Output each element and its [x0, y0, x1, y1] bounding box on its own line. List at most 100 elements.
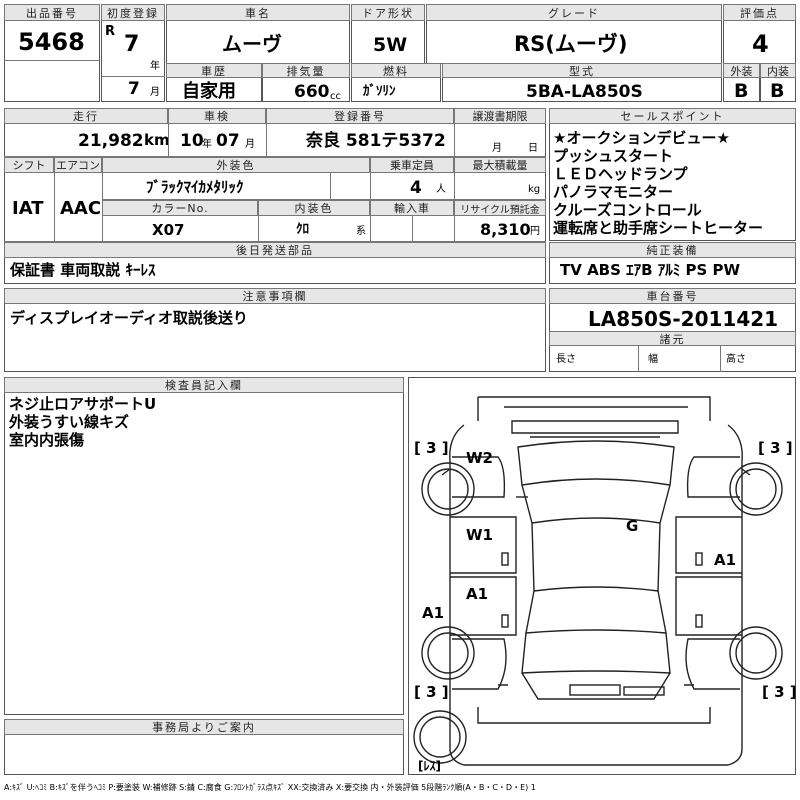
fuel-label: 燃料 — [351, 63, 441, 78]
height-label: 高さ — [726, 354, 746, 365]
first-reg-year: 7 — [124, 32, 140, 57]
sales-point: クルーズコントロール — [553, 201, 702, 219]
history-label: 車歴 — [166, 63, 262, 78]
inspection-year: 10 — [180, 131, 204, 151]
inspector-note: ネジ止ロアサポートU — [9, 395, 157, 413]
plate-label: 登録番号 — [266, 108, 454, 124]
sales-point: プッシュスタート — [553, 147, 674, 165]
max-load-label: 最大積載量 — [454, 157, 546, 173]
grade-label: グレード — [426, 4, 722, 21]
chassis-number: LA850S-2011421 — [588, 307, 779, 331]
mark-a1-left-panel: A1 — [466, 585, 489, 603]
interior-grade: B — [770, 80, 785, 102]
mileage-label: 走行 — [4, 108, 168, 124]
door-type: 5W — [373, 34, 408, 56]
sales-points-list: ★オークションデビュー★ プッシュスタート ＬＥＤヘッドランプ パノラマモニター… — [553, 129, 763, 237]
ac-label: エアコン — [54, 157, 102, 173]
tire-front-right: [ 3 ] — [758, 439, 793, 457]
insp-year-unit: 年 — [202, 139, 212, 150]
grade: RS(ムーヴ) — [514, 32, 628, 56]
width-label: 幅 — [648, 354, 658, 365]
car-name: ムーヴ — [222, 32, 282, 56]
inspector-note: 外装うすい線キズ — [9, 413, 130, 431]
mark-a1-right: A1 — [714, 551, 737, 569]
interior-color: ｸﾛ — [296, 222, 309, 237]
inspector-label: 検査員記入欄 — [4, 377, 404, 393]
era: R — [105, 24, 116, 39]
mileage: 21,982 — [78, 131, 144, 151]
int-color-label: 内装色 — [258, 200, 370, 216]
first-reg-label: 初度登録 — [101, 4, 165, 21]
sales-points-label: セールスポイント — [549, 108, 796, 124]
chassis-label: 車台番号 — [549, 288, 796, 304]
insp-month-unit: 月 — [245, 139, 255, 150]
recycle-deposit: 8,310 — [480, 220, 531, 239]
mark-w1: W1 — [466, 526, 493, 544]
later-parts: 保証書 車両取説 ｷｰﾚｽ — [10, 261, 156, 279]
notes: ディスプレイオーディオ取説後送り — [10, 309, 248, 327]
displacement: 660 — [294, 82, 330, 102]
import-label: 輸入車 — [370, 200, 454, 216]
exterior-grade: B — [734, 80, 749, 102]
int-color-unit: 系 — [356, 226, 366, 237]
displacement-unit: cc — [330, 91, 341, 102]
color-no: X07 — [152, 221, 185, 239]
max-load-unit: kg — [528, 184, 541, 195]
ext-color-label: 外装色 — [102, 157, 370, 173]
spare-tire: [ﾚｽ] — [418, 759, 441, 773]
capacity-unit: 人 — [436, 184, 446, 195]
office-label: 事務局よりご案内 — [4, 719, 404, 735]
sales-point: パノラマモニター — [553, 183, 674, 201]
legend: A:ｷｽﾞ U:ﾍｺﾐ B:ｷｽﾞを伴うﾍｺﾐ P:要塗装 W:補修跡 S:錆 … — [4, 783, 536, 792]
capacity-label: 乗車定員 — [370, 157, 454, 173]
score-label: 評価点 — [723, 4, 796, 21]
color-no-label: カラーNo. — [102, 200, 258, 216]
dimensions-label: 諸元 — [549, 331, 796, 346]
mark-a1-left-edge: A1 — [422, 604, 445, 622]
fuel: ｶﾞｿﾘﾝ — [363, 84, 396, 99]
displacement-label: 排気量 — [262, 63, 350, 78]
transfer-month-unit: 月 — [492, 143, 502, 154]
interior-label: 内装 — [760, 63, 796, 78]
sales-point: 運転席と助手席シートヒーター — [553, 219, 764, 237]
model-code: 5BA-LA850S — [526, 82, 643, 102]
overall-score: 4 — [752, 30, 769, 58]
history: 自家用 — [182, 81, 236, 102]
inspector-notes: ネジ止ロアサポートU 外装うすい線キズ 室内内張傷 — [9, 395, 156, 449]
transfer-day-unit: 日 — [528, 143, 538, 154]
inspector-note: 室内内張傷 — [9, 431, 85, 449]
first-reg-month: 7 — [128, 79, 140, 99]
notes-label: 注意事項欄 — [4, 288, 546, 304]
equipment-label: 純正装備 — [549, 242, 796, 258]
door-label: ドア形状 — [351, 4, 425, 21]
mileage-unit: km — [144, 131, 170, 149]
transfer-label: 譲渡書期限 — [454, 108, 546, 124]
lot-no: 5468 — [18, 28, 85, 56]
sales-point: ★オークションデビュー★ — [553, 129, 730, 147]
car-name-label: 車名 — [166, 4, 350, 21]
model-code-label: 型式 — [442, 63, 722, 78]
recycle-label: リサイクル預託金 — [454, 200, 546, 216]
tire-rear-left: [ 3 ] — [414, 683, 449, 701]
tire-rear-right: [ 3 ] — [762, 683, 797, 701]
equipment: TV ABS ｴｱB ｱﾙﾐ PS PW — [560, 261, 741, 279]
mark-g: G — [626, 517, 639, 535]
car-outline — [413, 396, 783, 766]
month-unit: 月 — [150, 87, 160, 98]
mark-w2: W2 — [466, 449, 493, 467]
shift: IAT — [12, 198, 44, 219]
seating-capacity: 4 — [410, 178, 422, 198]
length-label: 長さ — [556, 354, 576, 365]
tire-front-left: [ 3 ] — [414, 439, 449, 457]
registration-plate: 奈良 581テ5372 — [306, 131, 446, 151]
inspection-month: 07 — [216, 131, 240, 151]
exterior-label: 外装 — [723, 63, 760, 78]
lot-no-label: 出品番号 — [4, 4, 100, 21]
shift-label: シフト — [4, 157, 54, 173]
exterior-color: ﾌﾞﾗｯｸﾏｲｶﾒﾀﾘｯｸ — [146, 178, 244, 196]
later-parts-label: 後日発送部品 — [4, 242, 546, 258]
sales-point: ＬＥＤヘッドランプ — [553, 165, 688, 183]
air-conditioner: AAC — [60, 198, 102, 219]
damage-diagram — [408, 377, 796, 775]
